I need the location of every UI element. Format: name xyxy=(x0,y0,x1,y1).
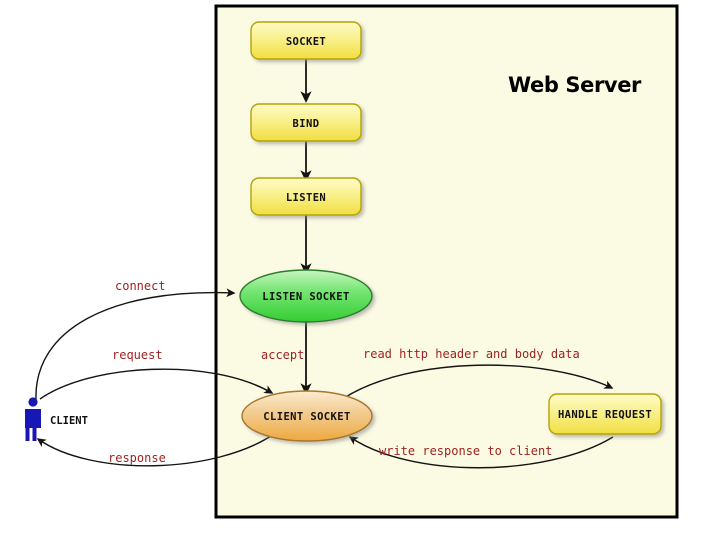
edge-labels: connect accept request response read htt… xyxy=(108,279,580,465)
edge-response xyxy=(36,433,275,467)
node-socket-label: SOCKET xyxy=(286,36,326,48)
node-client-socket[interactable]: CLIENT SOCKET xyxy=(241,390,373,442)
person-icon-body xyxy=(25,409,41,441)
node-listen[interactable]: LISTEN xyxy=(250,177,362,216)
node-listen-socket[interactable]: LISTEN SOCKET xyxy=(239,269,373,323)
person-icon-head xyxy=(28,397,38,407)
node-handle-request-shape[interactable] xyxy=(548,393,662,435)
curved-edges xyxy=(35,288,614,469)
edge-label-request: request xyxy=(112,348,163,362)
edge-connect xyxy=(35,288,236,400)
edge-read-http xyxy=(343,364,614,399)
node-handle-request-label: HANDLE REQUEST xyxy=(558,409,652,421)
edge-label-write-response: write response to client xyxy=(379,444,552,458)
node-socket-shape[interactable] xyxy=(250,21,362,60)
edge-label-accept: accept xyxy=(261,348,304,362)
edge-label-read-http: read http header and body data xyxy=(363,347,580,361)
node-bind-label: BIND xyxy=(293,118,320,130)
node-handle-request[interactable]: HANDLE REQUEST xyxy=(548,393,662,435)
node-listen-label: LISTEN xyxy=(286,192,326,204)
node-bind-shape[interactable] xyxy=(250,103,362,142)
node-listen-socket-label: LISTEN SOCKET xyxy=(262,291,349,303)
node-bind[interactable]: BIND xyxy=(250,103,362,142)
edge-label-connect: connect xyxy=(115,279,166,293)
edge-label-response: response xyxy=(108,451,166,465)
actor-client[interactable]: CLIENT xyxy=(25,397,88,441)
node-client-socket-label: CLIENT SOCKET xyxy=(263,411,350,423)
edge-request xyxy=(39,368,274,400)
container-title: Web Server xyxy=(508,73,642,97)
edge-write-response xyxy=(348,436,614,469)
node-listen-socket-shape[interactable] xyxy=(239,269,373,323)
node-client-socket-shape[interactable] xyxy=(241,390,373,442)
node-listen-shape[interactable] xyxy=(250,177,362,216)
node-socket[interactable]: SOCKET xyxy=(250,21,362,60)
actor-client-label: CLIENT xyxy=(50,415,88,427)
